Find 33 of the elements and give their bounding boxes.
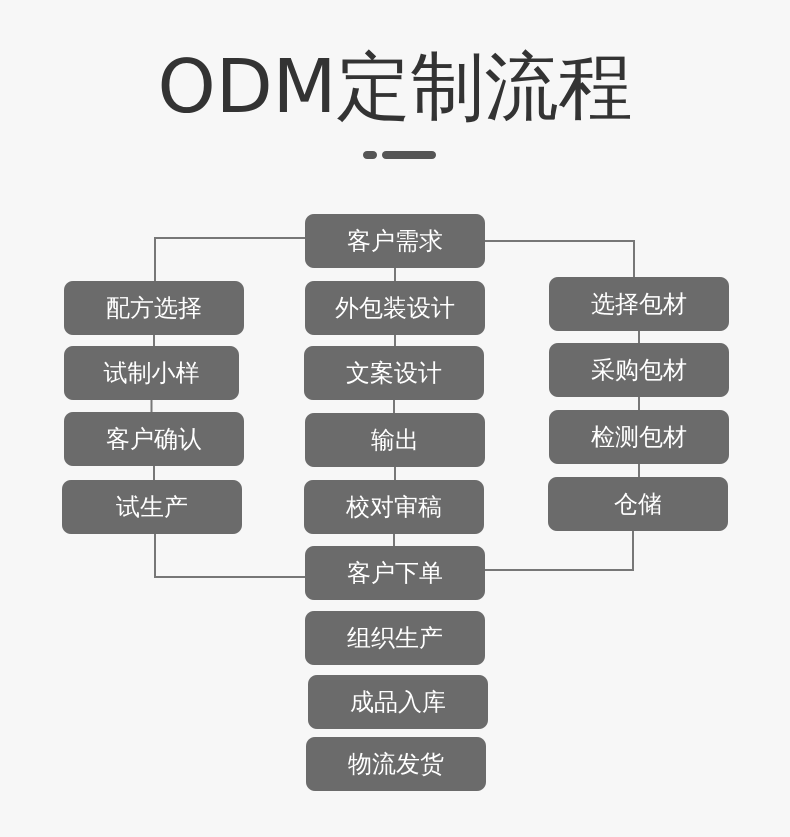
title: ODM定制流程 — [156, 43, 634, 132]
process-box: 物流发货 — [306, 737, 486, 791]
process-box: 检测包材 — [549, 410, 729, 464]
connector-line — [153, 335, 155, 346]
process-box: 客户确认 — [64, 412, 244, 466]
process-box: 客户需求 — [305, 214, 485, 268]
process-box: 组织生产 — [305, 611, 485, 665]
process-box: 成品入库 — [308, 675, 488, 729]
process-box: 选择包材 — [549, 277, 729, 331]
process-box: 仓储 — [548, 477, 728, 531]
process-box: 客户下单 — [305, 546, 485, 600]
process-box: 输出 — [305, 413, 485, 467]
process-box: 试生产 — [62, 480, 242, 534]
connector-line — [485, 240, 635, 277]
process-box: 采购包材 — [549, 343, 729, 397]
connector-line — [394, 467, 396, 480]
connector-line — [638, 464, 640, 477]
process-box: 文案设计 — [304, 346, 484, 400]
connector-line — [153, 466, 155, 480]
connector-line — [638, 331, 640, 343]
connector-line — [150, 400, 152, 412]
connector-line — [154, 534, 305, 578]
connector-line — [394, 335, 396, 346]
connector-line — [638, 397, 640, 410]
connector-line — [393, 534, 395, 546]
connector-line — [485, 531, 634, 571]
connector-line — [394, 268, 396, 281]
process-box: 外包装设计 — [305, 281, 485, 335]
process-box: 校对审稿 — [304, 480, 484, 534]
connector-line — [154, 237, 305, 281]
process-box: 试制小样 — [64, 346, 239, 400]
connector-line — [393, 400, 395, 413]
process-box: 配方选择 — [64, 281, 244, 335]
